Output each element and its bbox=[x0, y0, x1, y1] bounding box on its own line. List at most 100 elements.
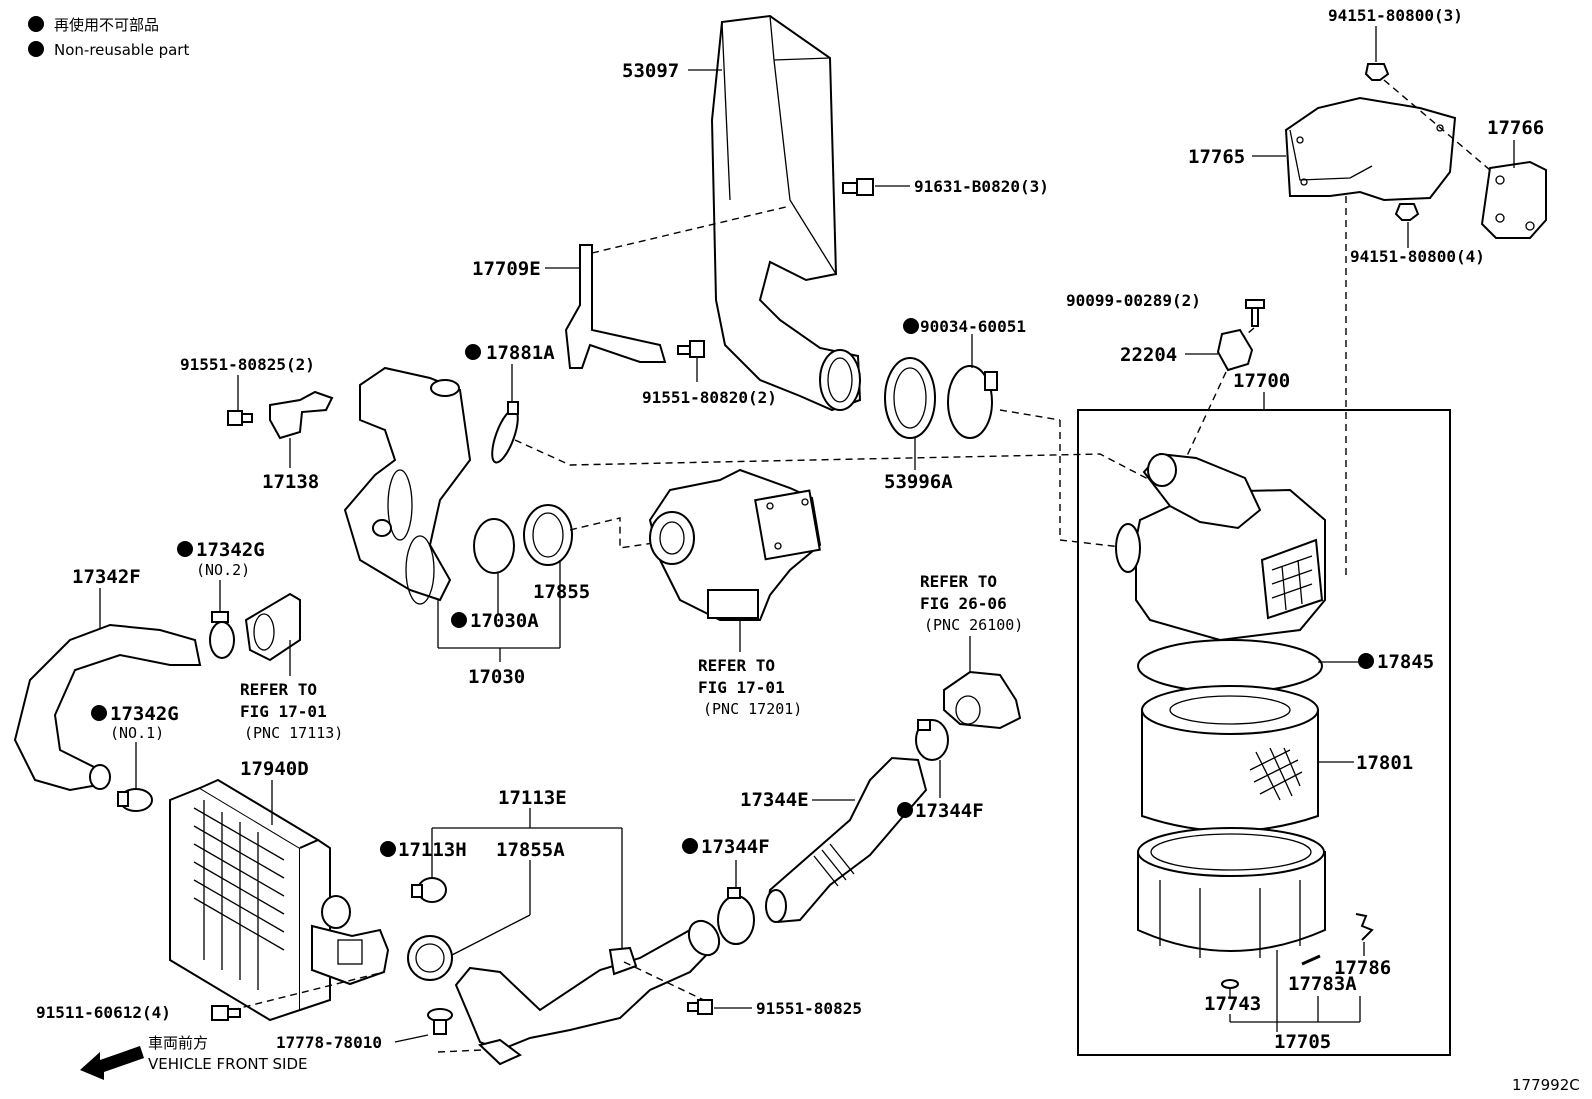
label-17342G-no1: 17342G bbox=[110, 703, 179, 725]
part-17344F-clamp-a[interactable] bbox=[717, 887, 755, 945]
label-53097: 53097 bbox=[622, 60, 679, 82]
figure-code: 177992C bbox=[1512, 1076, 1580, 1094]
ref-fig26-06[interactable]: REFER TO FIG 26-06 (PNC 26100) bbox=[920, 572, 1023, 634]
non-reusable-dot-icon bbox=[91, 705, 107, 721]
non-reusable-dot-icon bbox=[1358, 653, 1374, 669]
label-91551-80825-2: 91551-80825(2) bbox=[180, 355, 315, 374]
part-17855-seal[interactable] bbox=[523, 504, 573, 566]
part-17743-valve-icon bbox=[1221, 979, 1239, 998]
part-90034-60051-clamp[interactable] bbox=[947, 365, 998, 439]
non-reusable-dot-icon bbox=[28, 16, 44, 32]
label-17855A: 17855A bbox=[496, 839, 565, 861]
label-17700: 17700 bbox=[1233, 370, 1290, 392]
label-17783A: 17783A bbox=[1288, 973, 1357, 995]
bolt-91551-80820-icon bbox=[677, 340, 705, 358]
part-17030A-hose[interactable] bbox=[343, 366, 472, 605]
non-reusable-dot-icon bbox=[451, 612, 467, 628]
label-22204: 22204 bbox=[1120, 344, 1177, 366]
part-17138-bracket[interactable] bbox=[269, 390, 334, 440]
label-17709E: 17709E bbox=[472, 258, 541, 280]
label-17113H: 17113H bbox=[398, 839, 467, 861]
turbocharger-reference[interactable] bbox=[648, 468, 822, 621]
part-17030-clamp[interactable] bbox=[473, 518, 515, 574]
label-90034: 90034-60051 bbox=[920, 317, 1026, 336]
nut-94151-icon bbox=[1364, 63, 1390, 81]
label-94151-4: 94151-80800(4) bbox=[1350, 247, 1485, 266]
label-91551-80820: 91551-80820(2) bbox=[642, 388, 777, 407]
part-17113H-clamp[interactable] bbox=[411, 877, 447, 903]
label-53996A: 53996A bbox=[884, 471, 953, 493]
label-17342F: 17342F bbox=[72, 566, 141, 588]
label-17765: 17765 bbox=[1188, 146, 1245, 168]
label-90099: 90099-00289(2) bbox=[1066, 291, 1201, 310]
non-reusable-dot-icon bbox=[897, 802, 913, 818]
part-17786-clip-icon bbox=[1355, 913, 1374, 941]
non-reusable-dot-icon bbox=[903, 318, 919, 334]
label-17342G-no2-sub: (NO.2) bbox=[196, 561, 250, 579]
part-17342F-hose[interactable] bbox=[13, 623, 202, 792]
vehicle-front-en: VEHICLE FRONT SIDE bbox=[148, 1055, 308, 1073]
label-17342G-no1-sub: (NO.1) bbox=[110, 724, 164, 742]
label-17881A: 17881A bbox=[486, 342, 555, 364]
part-17705-case[interactable] bbox=[1137, 827, 1326, 958]
label-17743: 17743 bbox=[1204, 993, 1261, 1015]
bolt-91551-80825-icon bbox=[227, 410, 253, 426]
label-17940D: 17940D bbox=[240, 758, 309, 780]
part-17940D-intercooler[interactable] bbox=[169, 778, 390, 1022]
bolt-91631-icon bbox=[842, 178, 874, 196]
label-17342G-no2: 17342G bbox=[196, 539, 265, 561]
part-17344F-clamp-b[interactable] bbox=[915, 719, 949, 761]
screw-90099-icon bbox=[1245, 299, 1265, 327]
ref-fig17-01-a[interactable]: REFER TO FIG 17-01 (PNC 17113) bbox=[240, 680, 343, 742]
nut-94151-4-icon bbox=[1394, 203, 1420, 221]
label-17138: 17138 bbox=[262, 471, 319, 493]
legend-english: Non-reusable part bbox=[54, 41, 189, 59]
part-17765-bracket[interactable] bbox=[1284, 96, 1457, 202]
label-17344F-a: 17344F bbox=[701, 836, 770, 858]
part-22204-sensor[interactable] bbox=[1216, 328, 1254, 372]
part-53097-intake-duct[interactable] bbox=[710, 14, 862, 412]
label-91551-80825: 91551-80825 bbox=[756, 999, 862, 1018]
non-reusable-dot-icon bbox=[380, 841, 396, 857]
part-17342G-no2-clamp[interactable] bbox=[209, 611, 235, 659]
svg-text:(PNC 17201): (PNC 17201) bbox=[703, 700, 802, 718]
bolt-17778-icon bbox=[427, 1008, 453, 1035]
label-17778: 17778-78010 bbox=[276, 1033, 382, 1052]
label-17845: 17845 bbox=[1377, 651, 1434, 673]
label-17030A: 17030A bbox=[470, 610, 539, 632]
part-17801-filter-element[interactable] bbox=[1141, 685, 1319, 832]
label-17766: 17766 bbox=[1487, 117, 1544, 139]
label-17030: 17030 bbox=[468, 666, 525, 688]
intercooler-pipe-reference[interactable] bbox=[244, 592, 301, 662]
part-17845-ring[interactable] bbox=[1137, 639, 1323, 693]
part-17342G-no1-clamp[interactable] bbox=[117, 788, 153, 812]
label-17113E: 17113E bbox=[498, 787, 567, 809]
non-reusable-dot-icon bbox=[28, 41, 44, 57]
svg-text:REFER TO: REFER TO bbox=[698, 656, 775, 675]
part-17855A-seal[interactable] bbox=[407, 935, 453, 981]
vehicle-front-jp: 車両前方 bbox=[148, 1034, 208, 1052]
label-91511: 91511-60612(4) bbox=[36, 1003, 171, 1022]
part-17344E-hose[interactable] bbox=[765, 756, 928, 924]
label-17801: 17801 bbox=[1356, 752, 1413, 774]
svg-text:(PNC 17113): (PNC 17113) bbox=[244, 724, 343, 742]
bolt-91511-icon bbox=[211, 1005, 241, 1021]
part-17709E-bracket[interactable] bbox=[564, 244, 667, 369]
part-17881A-clamp[interactable] bbox=[487, 401, 523, 465]
bolt-91551-80825-single-icon bbox=[687, 999, 713, 1015]
ref-fig17-01-b[interactable]: REFER TO FIG 17-01 (PNC 17201) bbox=[698, 656, 802, 718]
engine-reference-part[interactable] bbox=[943, 670, 1022, 730]
label-17344F-b: 17344F bbox=[915, 800, 984, 822]
label-17344E: 17344E bbox=[740, 789, 809, 811]
label-91631: 91631-B0820(3) bbox=[914, 177, 1049, 196]
air-cleaner-cap[interactable] bbox=[1115, 452, 1326, 642]
part-17766-plate[interactable] bbox=[1480, 160, 1547, 239]
part-17783A-pin-icon bbox=[1301, 954, 1321, 966]
part-53996A-seal[interactable] bbox=[884, 357, 936, 439]
part-17113E-pipe[interactable] bbox=[454, 915, 725, 1066]
svg-text:FIG 17-01: FIG 17-01 bbox=[698, 678, 785, 697]
non-reusable-dot-icon bbox=[465, 344, 481, 360]
label-17855: 17855 bbox=[533, 581, 590, 603]
svg-text:FIG 26-06: FIG 26-06 bbox=[920, 594, 1007, 613]
